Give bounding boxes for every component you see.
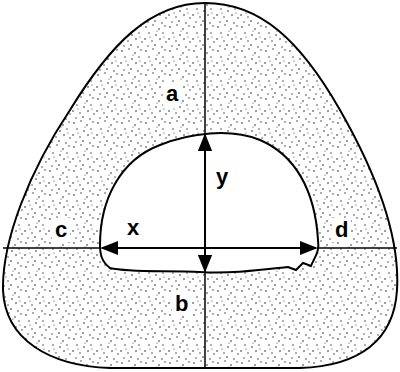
region-letter: y — [213, 165, 231, 189]
region-letter: b — [172, 292, 191, 316]
dimension-arrow-y — [204, 135, 206, 248]
marrow-cavity — [100, 133, 318, 272]
vertical-axis — [204, 271, 206, 367]
region-letter: x — [124, 216, 142, 240]
horizontal-axis — [3, 247, 101, 249]
region-letter: c — [52, 218, 70, 242]
vertical-axis — [204, 4, 206, 146]
region-letter: d — [332, 218, 351, 242]
region-letter: a — [163, 82, 181, 106]
bone-outline — [3, 3, 397, 368]
dimension-arrow-y — [204, 248, 206, 271]
dimension-arrow-x — [205, 247, 316, 249]
dimension-arrow-x — [102, 247, 205, 249]
horizontal-axis — [317, 247, 397, 249]
